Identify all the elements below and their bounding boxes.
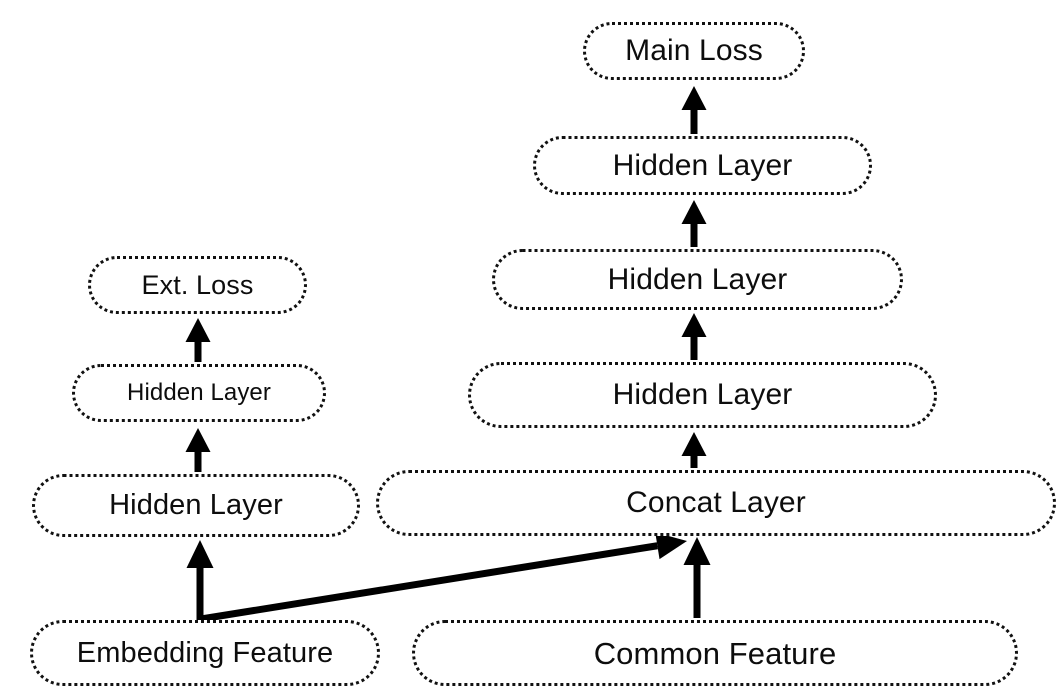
node-label: Embedding Feature [76, 636, 334, 669]
arrow-hidden1-to-main-loss [681, 86, 707, 134]
arrow-head [681, 313, 707, 337]
node-concat-layer[interactable]: Concat Layer [376, 470, 1056, 536]
arrow-stem [690, 456, 698, 468]
arrow-common-feature-to-concat [683, 537, 711, 618]
arrow-head [655, 532, 687, 560]
node-label: Common Feature [593, 635, 837, 671]
node-left-hidden-layer-big[interactable]: Hidden Layer [32, 474, 360, 537]
arrow-stem [196, 568, 204, 620]
arrow-head [185, 318, 211, 342]
arrow-stem [690, 337, 698, 360]
arrow-stem [200, 542, 658, 623]
arrow-embedding-to-concat [200, 532, 687, 623]
node-ext-loss[interactable]: Ext. Loss [88, 256, 307, 314]
node-label: Main Loss [625, 34, 763, 67]
arrow-stem [693, 565, 701, 618]
arrow-stem [690, 110, 698, 134]
arrow-hidden2-to-hidden1 [681, 200, 707, 247]
node-label: Hidden Layer [607, 262, 788, 296]
arrow-head [681, 432, 707, 456]
arrow-left-hidden-small-to-ext-loss [185, 318, 211, 362]
arrow-stem [690, 224, 698, 247]
arrow-head [683, 537, 711, 565]
node-label: Hidden Layer [612, 148, 793, 182]
node-embedding-feature[interactable]: Embedding Feature [30, 620, 380, 686]
arrow-stem [194, 342, 202, 362]
node-label: Hidden Layer [127, 379, 271, 406]
node-label: Hidden Layer [109, 489, 283, 521]
arrow-head [681, 86, 707, 110]
arrow-left-hidden-big-to-left-hidden-small [185, 428, 211, 472]
arrow-hidden3-to-hidden2 [681, 313, 707, 360]
arrow-head [681, 200, 707, 224]
arrow-concat-to-hidden3 [681, 432, 707, 468]
arrow-stem [194, 452, 202, 472]
node-main-loss[interactable]: Main Loss [583, 22, 805, 80]
arrow-embedding-to-left-hidden [186, 540, 214, 620]
arrow-head [185, 428, 211, 452]
node-right-hidden-layer-2[interactable]: Hidden Layer [492, 249, 903, 310]
node-label: Hidden Layer [612, 378, 793, 411]
arrow-head [186, 540, 214, 568]
node-left-hidden-layer-small[interactable]: Hidden Layer [72, 364, 326, 422]
node-label: Concat Layer [626, 486, 806, 519]
node-right-hidden-layer-1[interactable]: Hidden Layer [533, 136, 872, 195]
node-common-feature[interactable]: Common Feature [412, 620, 1018, 686]
node-right-hidden-layer-3[interactable]: Hidden Layer [468, 362, 937, 428]
node-label: Ext. Loss [141, 269, 254, 300]
